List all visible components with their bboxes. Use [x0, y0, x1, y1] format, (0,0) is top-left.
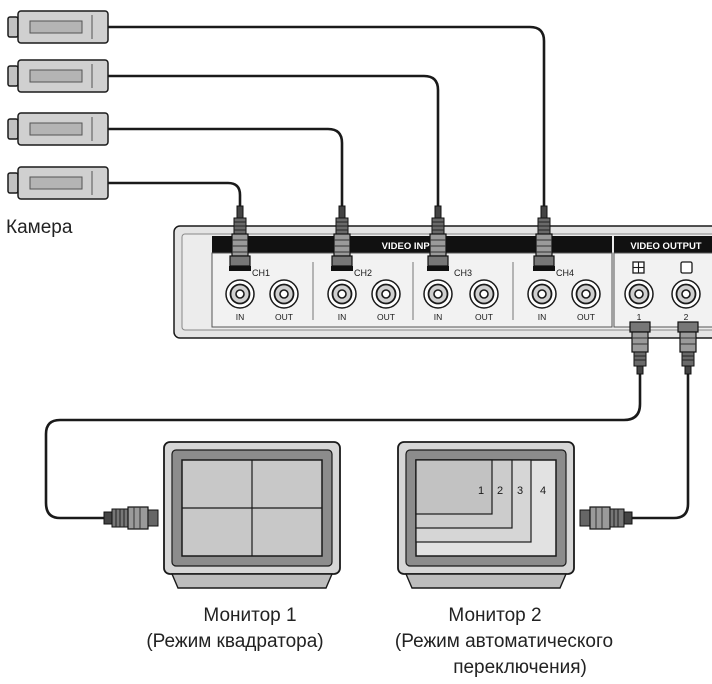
ch2-out-jack[interactable] [371, 279, 401, 309]
sequence-number-3: 3 [517, 485, 523, 497]
bnc-plug-output1 [629, 321, 651, 375]
bnc-plug-ch2 [331, 205, 353, 271]
channel-2: CH2 IN OUT [327, 268, 401, 322]
camera-3 [7, 112, 109, 146]
monitor1-title: Монитор 1 [203, 605, 297, 626]
monitor1-mode: (Режим квадратора) [146, 631, 324, 652]
ch3-in-label: IN [434, 312, 443, 322]
sequence-number-4: 4 [540, 485, 546, 497]
monitor-2: 1 2 3 4 [397, 441, 633, 589]
ch1-in-label: IN [236, 312, 245, 322]
ch2-label: CH2 [354, 268, 372, 278]
ch1-out-jack[interactable] [269, 279, 299, 309]
ch3-out-label: OUT [475, 312, 493, 322]
output2-number: 2 [684, 312, 689, 322]
video-output-bar [614, 236, 712, 253]
video-input-label: VIDEO INPUT [382, 241, 443, 252]
output1-jack[interactable] [624, 279, 654, 309]
sequence-number-2: 2 [497, 485, 503, 497]
output1-number: 1 [637, 312, 642, 322]
cable-output1-monitor1 [44, 372, 642, 520]
cable-camera2-ch3 [100, 74, 440, 222]
bnc-plug-ch3 [427, 205, 449, 271]
bnc-plug-ch4 [533, 205, 555, 271]
ch3-in-jack[interactable] [423, 279, 453, 309]
cable-camera4-ch1 [100, 181, 242, 222]
channel-4: CH4 IN OUT [527, 268, 601, 322]
monitor2-mode-line1: (Режим автоматического [394, 631, 614, 652]
monitor2-input-plug [579, 506, 633, 530]
ch3-label: CH3 [454, 268, 472, 278]
bnc-plug-output2 [677, 321, 699, 375]
camera-caption: Камера [6, 217, 73, 238]
ch2-in-jack[interactable] [327, 279, 357, 309]
channel-3: CH3 IN OUT [423, 268, 499, 322]
ch3-out-jack[interactable] [469, 279, 499, 309]
ch1-out-label: OUT [275, 312, 293, 322]
camera-4 [7, 166, 109, 200]
monitor1-input-plug [103, 506, 159, 530]
channel-1: CH1 IN OUT [225, 268, 299, 322]
ch4-label: CH4 [556, 268, 574, 278]
quad-screen-icon [632, 261, 645, 274]
video-output-2: 2 [671, 261, 701, 322]
monitor2-mode-line2: переключения) [453, 657, 587, 678]
cable-camera3-ch2 [100, 127, 344, 222]
ch4-in-jack[interactable] [527, 279, 557, 309]
video-output-label: VIDEO OUTPUT [630, 241, 701, 252]
cable-output2-monitor2 [630, 372, 690, 520]
video-output-1: 1 [624, 261, 654, 322]
ch4-out-jack[interactable] [571, 279, 601, 309]
sequence-number-1: 1 [478, 485, 484, 497]
bnc-plug-ch1 [229, 205, 251, 271]
ch4-in-label: IN [538, 312, 547, 322]
cable-camera1-ch4 [100, 25, 546, 222]
monitor2-title: Монитор 2 [448, 605, 542, 626]
monitor-1 [103, 441, 341, 589]
ch4-out-label: OUT [577, 312, 595, 322]
ch1-in-jack[interactable] [225, 279, 255, 309]
video-input-bar [212, 236, 612, 253]
single-screen-icon [680, 261, 693, 274]
output2-jack[interactable] [671, 279, 701, 309]
camera-1 [7, 10, 109, 44]
ch2-in-label: IN [338, 312, 347, 322]
camera-2 [7, 59, 109, 93]
ch1-label: CH1 [252, 268, 270, 278]
ch2-out-label: OUT [377, 312, 395, 322]
